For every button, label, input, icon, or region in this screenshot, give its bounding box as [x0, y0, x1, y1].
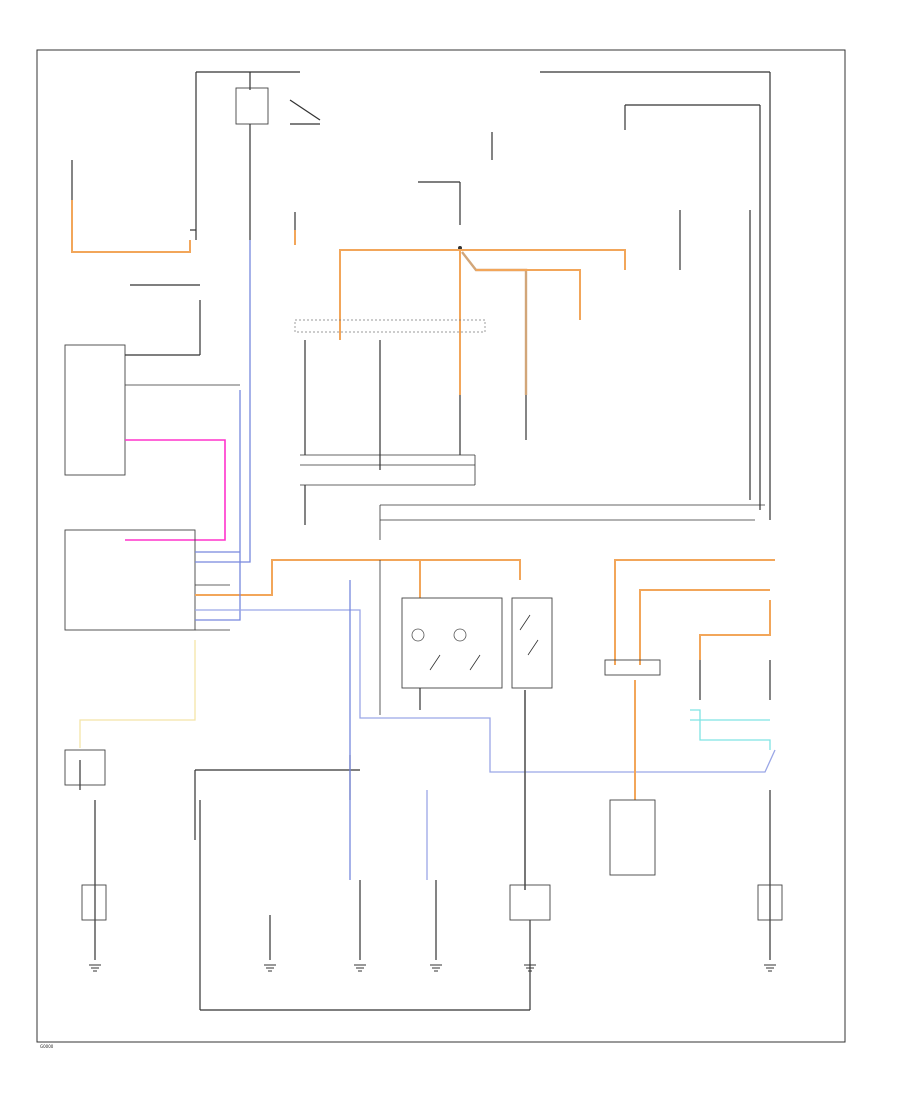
right-orange-harness — [370, 504, 775, 800]
bottom-left-switches — [64, 580, 551, 1011]
dome-lamp-box — [401, 597, 503, 689]
right-lamp-assembly — [604, 659, 783, 960]
lamp-row — [294, 319, 527, 525]
diagram-code: G0000 — [40, 1044, 54, 1049]
center-splice-supply — [294, 132, 493, 250]
left-orange-feed — [71, 160, 196, 253]
left-connector-block — [64, 240, 776, 773]
right-top-supply — [540, 71, 771, 520]
orange-bus — [294, 230, 626, 395]
left-switch-module — [64, 284, 240, 541]
top-fuse-supply — [195, 71, 321, 240]
center-box-internals — [411, 614, 539, 671]
cargo-lamp-box — [511, 597, 553, 689]
ground-symbols — [89, 964, 776, 972]
diagram-frame — [36, 49, 846, 1043]
